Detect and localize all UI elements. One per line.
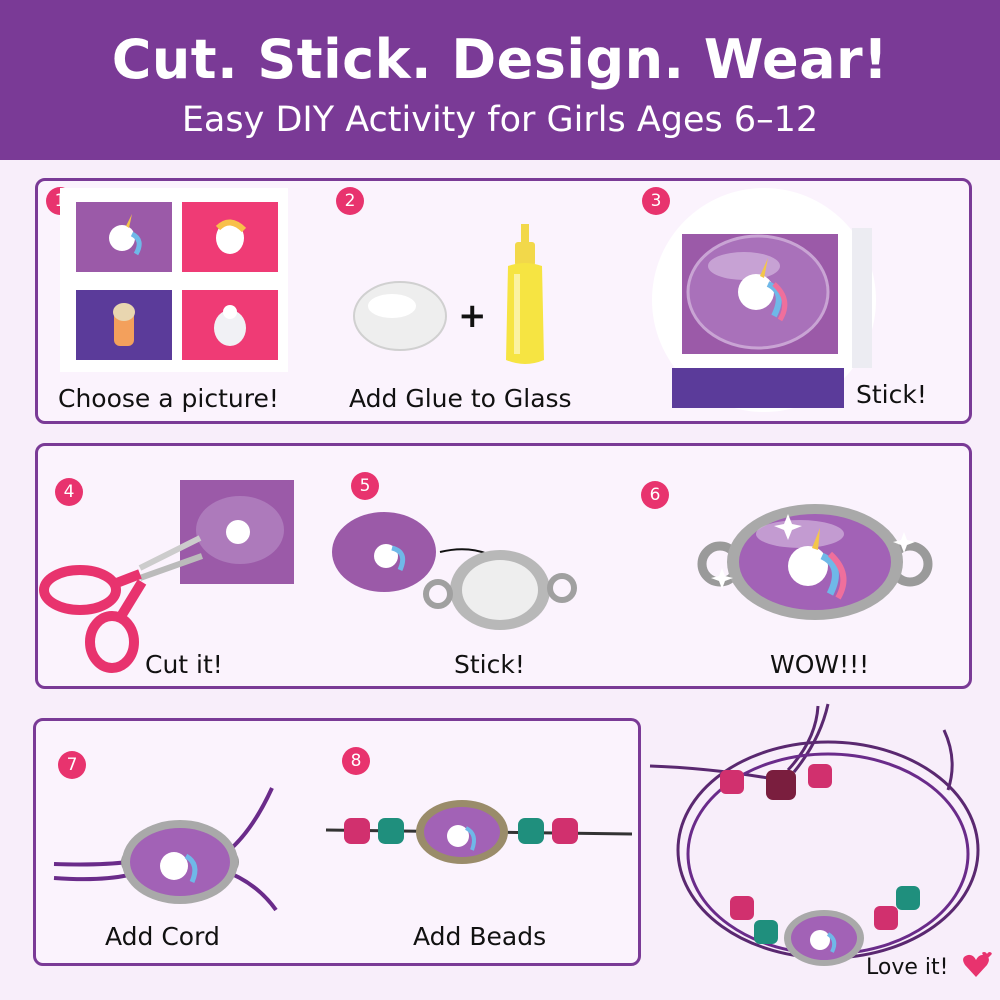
step-7-number: 7 [58,751,86,779]
scissors-cutting-image [39,480,294,673]
glue-bottle-image [506,224,544,364]
step-3-number: 3 [642,187,670,215]
picture-choices-image [60,188,288,372]
final-label: Love it! [866,955,949,980]
add-cord-image [53,787,278,912]
step-3-label: Stick! [856,380,927,409]
step-8-label: Add Beads [413,922,547,951]
page-subtitle: Easy DIY Activity for Girls Ages 6–12 [181,100,819,140]
stick-cabochon-image [652,188,876,412]
stick-into-bezel-image [332,512,577,630]
plus-sign: + [458,296,487,336]
step-6-number: 6 [641,481,669,509]
header-banner: Cut. Stick. Design. Wear! Easy DIY Activ… [0,0,1000,160]
step-7-label: Add Cord [105,922,220,951]
step-2-number: 2 [336,187,364,215]
glass-cabochon-image [353,281,447,351]
step-4-label: Cut it! [145,650,223,679]
add-beads-image [325,800,633,864]
step-2-label: Add Glue to Glass [349,384,572,413]
step-6-label: WOW!!! [770,650,870,679]
step-5-number: 5 [351,472,379,500]
step-5-label: Stick! [454,650,525,679]
step-8-number: 8 [342,747,370,775]
step-1-label: Choose a picture! [58,384,279,413]
finished-bracelet-image [649,703,980,966]
step-4-number: 4 [55,478,83,506]
page-title: Cut. Stick. Design. Wear! [111,28,889,91]
heart-icon [963,952,992,977]
finished-charm-image [697,504,933,620]
